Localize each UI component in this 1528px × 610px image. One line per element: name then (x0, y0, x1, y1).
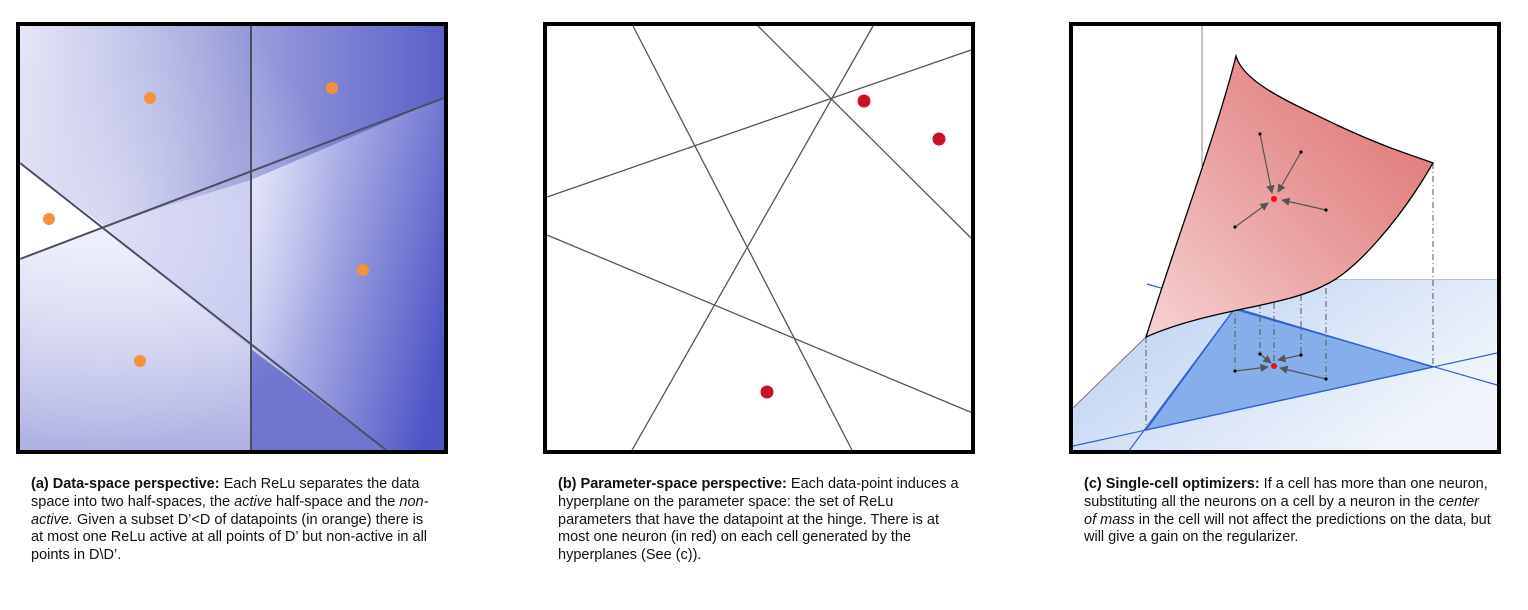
caption-text: Each data-point induces a hyperplane on … (558, 476, 959, 564)
hyperplane (546, 49, 972, 198)
caption-body: Each data-point induces a hyperplane on … (558, 476, 959, 563)
caption-text: If a cell has more than one neuron, subs… (1084, 476, 1488, 510)
caption-emphasis: active (234, 493, 273, 510)
hyperplane (630, 25, 874, 453)
caption-text: Each ReLu separates the data space into … (31, 476, 420, 510)
hyperplane (632, 25, 854, 453)
caption-emphasis: center of mass (1084, 493, 1479, 528)
caption-body: Each ReLu separates the data space into … (31, 476, 428, 563)
caption-text: half-space and the (272, 493, 400, 510)
neuron-point (760, 385, 774, 399)
projected-neuron-dot (1299, 353, 1303, 357)
center-of-mass-point (1271, 196, 1277, 202)
neuron-point (857, 94, 871, 108)
relu-boundary-falling (19, 162, 387, 451)
projected-neuron-dot (1258, 352, 1262, 356)
caption-text: Given a subset D’<D of datapoints (in or… (31, 511, 428, 564)
datapoint (43, 213, 55, 225)
neuron-point (932, 132, 946, 146)
caption-title: (c) Single-cell optimizers: (1084, 476, 1260, 492)
neuron-dot (1233, 225, 1237, 229)
data-space-diagram (16, 22, 448, 454)
caption-emphasis: non-active. (31, 493, 429, 528)
datapoint (357, 264, 369, 276)
datapoint (326, 82, 338, 94)
caption-single-cell: (c) Single-cell optimizers: If a cell ha… (1084, 476, 1494, 547)
caption-parameter-space: (b) Parameter-space perspective: Each da… (558, 476, 963, 565)
caption-body: If a cell has more than one neuron, subs… (1084, 476, 1491, 545)
caption-title: (a) Data-space perspective: (31, 476, 220, 492)
caption-title: (b) Parameter-space perspective: (558, 476, 787, 492)
relu-boundary-rising (19, 97, 445, 260)
datapoint (144, 92, 156, 104)
caption-text: in the cell will not affect the predicti… (1084, 511, 1491, 546)
hyperplane (546, 234, 976, 415)
parameter-space-diagram (543, 22, 976, 454)
projected-center-of-mass-point (1271, 363, 1277, 369)
neuron-dot (1324, 208, 1328, 212)
neuron-dot (1258, 132, 1262, 136)
neuron-dot (1299, 150, 1303, 154)
single-cell-diagram (1069, 22, 1501, 454)
projected-neuron-dot (1324, 377, 1328, 381)
datapoint (134, 355, 146, 367)
hyperplane (757, 25, 972, 239)
loss-surface (1144, 53, 1434, 339)
projected-neuron-dot (1233, 369, 1237, 373)
caption-data-space: (a) Data-space perspective: Each ReLu se… (31, 476, 431, 565)
